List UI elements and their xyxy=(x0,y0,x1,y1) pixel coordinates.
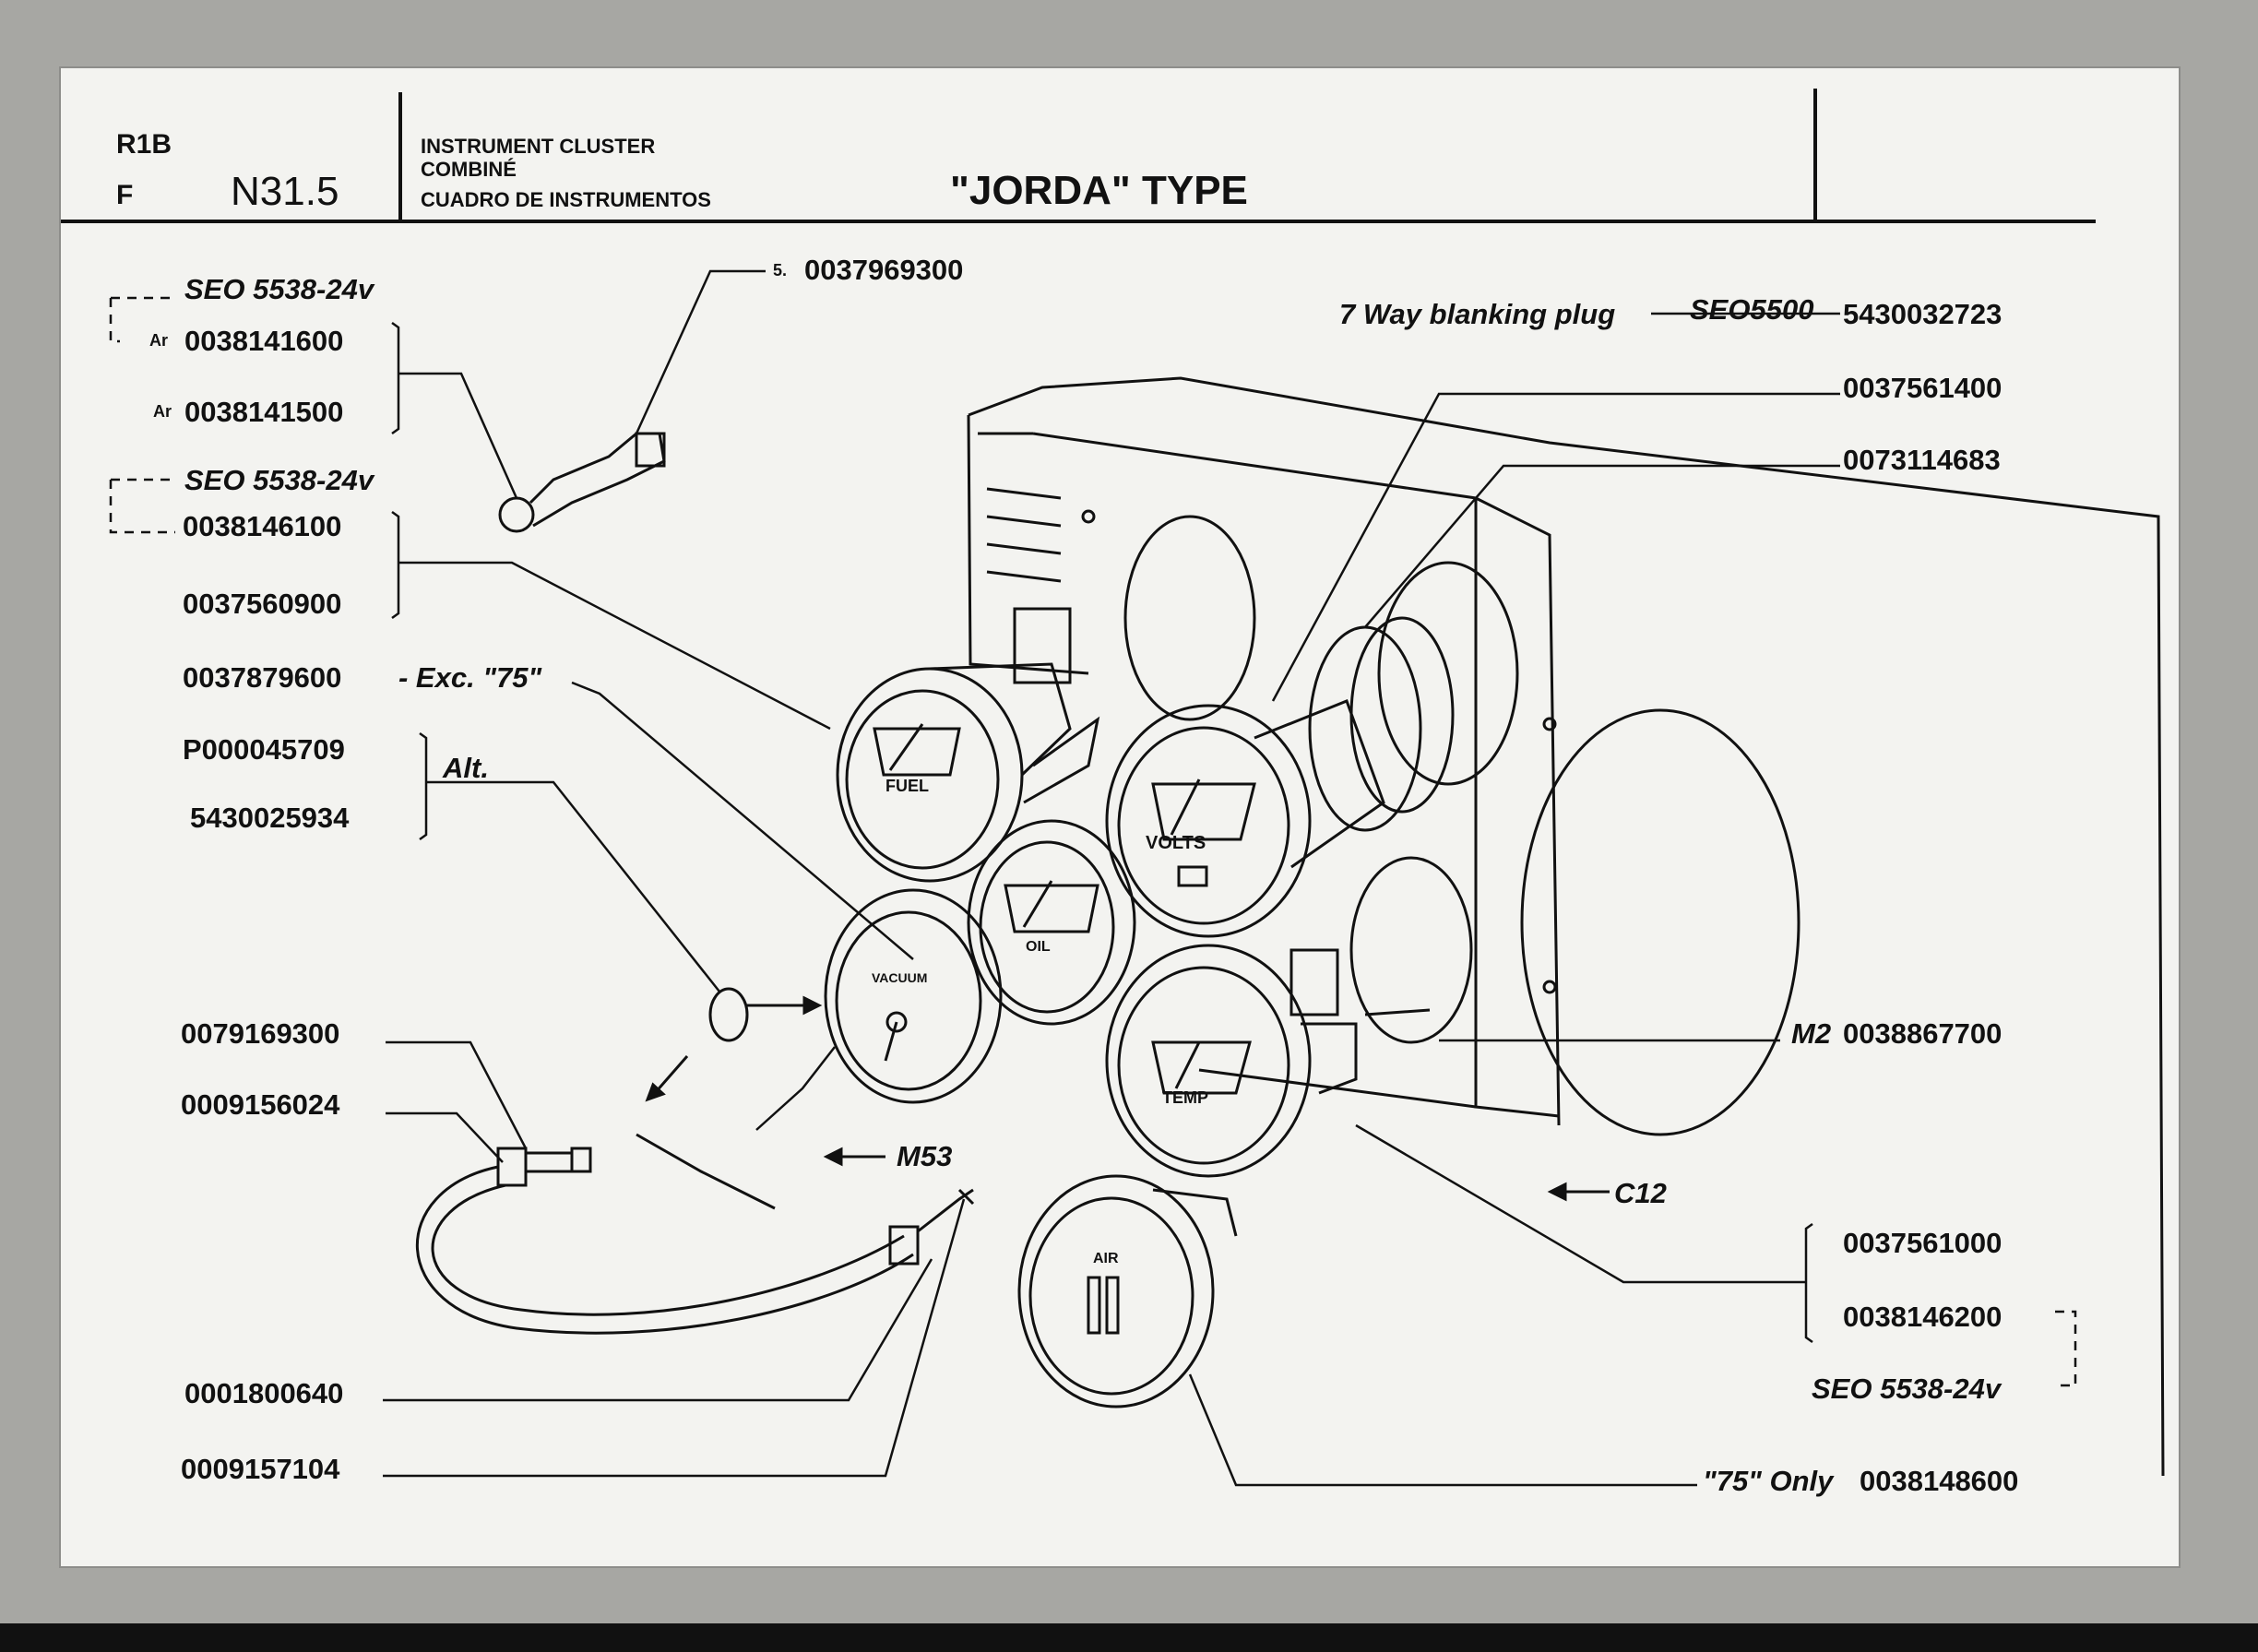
exc-75-note: - Exc. "75" xyxy=(398,661,542,694)
volts-gauge-label: VOLTS xyxy=(1146,833,1206,853)
grommet-part xyxy=(708,987,749,1042)
part-number-0037969300: 0037969300 xyxy=(804,254,964,286)
page-reference: N31.5 xyxy=(231,169,339,214)
part-number-0038141600: 0038141600 xyxy=(184,325,344,357)
seo-5538-label-2: SEO 5538-24v xyxy=(184,464,374,496)
vacuum-gauge-label: VACUUM xyxy=(872,970,928,985)
oil-gauge xyxy=(967,819,1136,1026)
fuel-gauge xyxy=(836,607,1100,883)
header-divider-2 xyxy=(1813,89,1817,223)
m2-label: M2 xyxy=(1791,1017,1832,1050)
title-french: COMBINÉ xyxy=(421,158,517,181)
header-code-r1b: R1B xyxy=(116,129,172,160)
c12-label: C12 xyxy=(1614,1177,1667,1209)
part-number-P000045709: P000045709 xyxy=(183,733,345,766)
part-number-5430032723: 5430032723 xyxy=(1843,298,2002,330)
cluster-housing xyxy=(967,376,2165,1477)
type-title: "JORDA" TYPE xyxy=(950,168,1248,213)
part-number-0009156024: 0009156024 xyxy=(181,1088,340,1121)
part-number-0038146200: 0038146200 xyxy=(1843,1301,2002,1333)
title-english: INSTRUMENT CLUSTER xyxy=(421,135,656,158)
part-number-0037879600: 0037879600 xyxy=(183,661,342,694)
blanking-plug-label: 7 Way blanking plug xyxy=(1339,298,1616,330)
header-rule xyxy=(61,220,2096,223)
title-spanish: CUADRO DE INSTRUMENTOS xyxy=(421,188,711,211)
part-number-0038148600: 0038148600 xyxy=(1860,1465,2019,1497)
oil-gauge-label: OIL xyxy=(1026,939,1051,955)
part-number-0038146100: 0038146100 xyxy=(183,510,342,542)
part-number-0037561000: 0037561000 xyxy=(1843,1227,2002,1259)
part-number-0009157104: 0009157104 xyxy=(181,1453,340,1485)
vacuum-gauge xyxy=(824,888,1003,1104)
ar-marker-2: Ar xyxy=(153,402,172,421)
part-number-0073114683: 0073114683 xyxy=(1843,444,2001,476)
scan-border xyxy=(0,1623,2258,1652)
header-divider-1 xyxy=(398,92,402,223)
air-pressure-gauge xyxy=(1017,1174,1238,1408)
part-number-0037561400: 0037561400 xyxy=(1843,372,2002,404)
75-only-note: "75" Only xyxy=(1703,1465,1834,1497)
part-number-0079169300: 0079169300 xyxy=(181,1017,340,1050)
ar-marker-1: Ar xyxy=(149,331,169,350)
seo-5538-label-1: SEO 5538-24v xyxy=(184,273,374,305)
header-code-f: F xyxy=(116,180,134,210)
seo-5538-label-3: SEO 5538-24v xyxy=(1812,1373,2002,1405)
m53-label: M53 xyxy=(897,1140,953,1172)
vacuum-hose-assembly xyxy=(416,1133,975,1335)
part-number-5430025934: 5430025934 xyxy=(190,802,350,834)
arrow-marks xyxy=(645,995,1610,1202)
temp-gauge xyxy=(1105,944,1431,1178)
air-gauge-label: AIR xyxy=(1093,1251,1119,1266)
part-number-0038867700: 0038867700 xyxy=(1843,1017,2002,1050)
seo5500-label: SEO5500 xyxy=(1690,293,1814,326)
part-number-0001800640: 0001800640 xyxy=(184,1377,344,1409)
quantity-5: 5. xyxy=(773,261,788,279)
alt-note: Alt. xyxy=(443,752,489,784)
part-number-0037560900: 0037560900 xyxy=(183,588,342,620)
temp-gauge-label: TEMP xyxy=(1162,1088,1209,1107)
part-number-0038141500: 0038141500 xyxy=(184,396,344,428)
fuel-gauge-label: FUEL xyxy=(885,777,929,795)
warning-lamp-bulb xyxy=(498,432,666,533)
volts-gauge xyxy=(1105,616,1455,938)
